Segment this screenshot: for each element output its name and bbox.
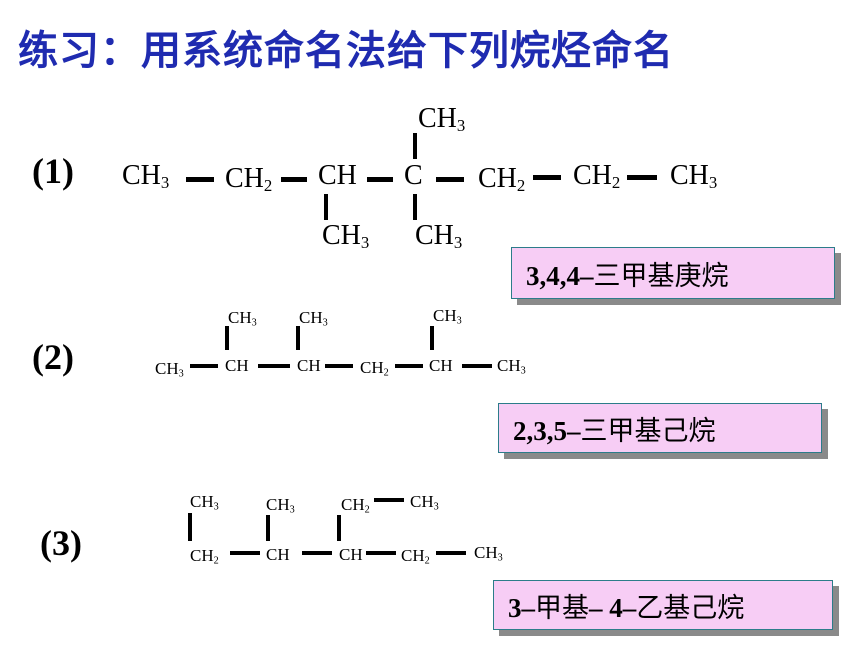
p2-c3: CH	[297, 356, 321, 375]
p3-bond-up-1	[188, 513, 192, 541]
p3-c1: CH2	[190, 546, 219, 567]
p2-c6: CH3	[497, 356, 526, 377]
p1-sub-ch3-2: CH3	[415, 220, 463, 253]
p2-c1: CH3	[155, 359, 184, 380]
p1-bond	[281, 177, 307, 182]
p3-c4: CH2	[401, 546, 430, 567]
problem-1-number: (1)	[32, 151, 74, 191]
p2-sub-ch3-2: CH3	[299, 308, 328, 329]
p3-bond	[302, 551, 332, 555]
p1-top-ch3: CH3	[418, 103, 466, 136]
answer-box-2: 2,3,5–三甲基己烷	[498, 403, 822, 453]
p3-bond-up-2	[266, 515, 270, 541]
p3-bond-up-3	[337, 515, 341, 541]
p1-c5: CH2	[478, 163, 526, 196]
answer-box-3: 3–甲基– 4–乙基己烷	[493, 580, 833, 630]
answer-2-text: 2,3,5–三甲基己烷	[513, 415, 716, 447]
p2-c5: CH	[429, 356, 453, 375]
p2-c2: CH	[225, 356, 249, 375]
p2-bond	[395, 364, 423, 368]
answer-1-text: 3,4,4–三甲基庚烷	[526, 260, 729, 292]
p1-c1: CH3	[122, 160, 170, 193]
p2-bond	[325, 364, 353, 368]
p2-c4: CH2	[360, 358, 389, 379]
p1-c2: CH2	[225, 163, 273, 196]
p1-sub-ch3-1: CH3	[322, 220, 370, 253]
p2-bond-up-3	[430, 326, 434, 350]
p3-sub-ch3-3: CH3	[410, 492, 439, 513]
p1-bond	[367, 177, 393, 182]
answer-3-text: 3–甲基– 4–乙基己烷	[508, 592, 745, 624]
p2-bond	[462, 364, 492, 368]
p3-c5: CH3	[474, 543, 503, 564]
p1-bond-down-2	[413, 194, 417, 220]
p3-sub-ch2: CH2	[341, 495, 370, 516]
p1-bond	[627, 175, 657, 180]
answer-box-1: 3,4,4–三甲基庚烷	[511, 247, 835, 299]
p3-bond	[230, 551, 260, 555]
problem-2-number: (2)	[32, 337, 74, 377]
p2-bond	[258, 364, 290, 368]
p2-bond-up-2	[296, 326, 300, 350]
p3-bond	[366, 551, 396, 555]
page-title: 练习：用系统命名法给下列烷烃命名	[18, 28, 674, 74]
p1-bond	[186, 177, 214, 182]
p3-sub-ch3-1: CH3	[190, 492, 219, 513]
p3-bond	[436, 551, 466, 555]
p1-c3: CH	[318, 160, 357, 191]
p3-bond	[374, 498, 404, 502]
p3-c2: CH	[266, 545, 290, 564]
p1-c6: CH2	[573, 160, 621, 193]
problem-3-number: (3)	[40, 523, 82, 563]
p2-sub-ch3-3: CH3	[433, 306, 462, 327]
p2-bond	[190, 364, 218, 368]
p1-bond	[436, 177, 464, 182]
p1-bond	[533, 175, 561, 180]
p3-c3: CH	[339, 545, 363, 564]
p3-sub-ch3-2: CH3	[266, 495, 295, 516]
p2-sub-ch3-1: CH3	[228, 308, 257, 329]
p1-c7: CH3	[670, 160, 718, 193]
p2-bond-up-1	[225, 326, 229, 350]
p1-bond-top	[413, 133, 417, 159]
p1-bond-down-1	[324, 194, 328, 220]
p1-c4: C	[404, 160, 423, 191]
